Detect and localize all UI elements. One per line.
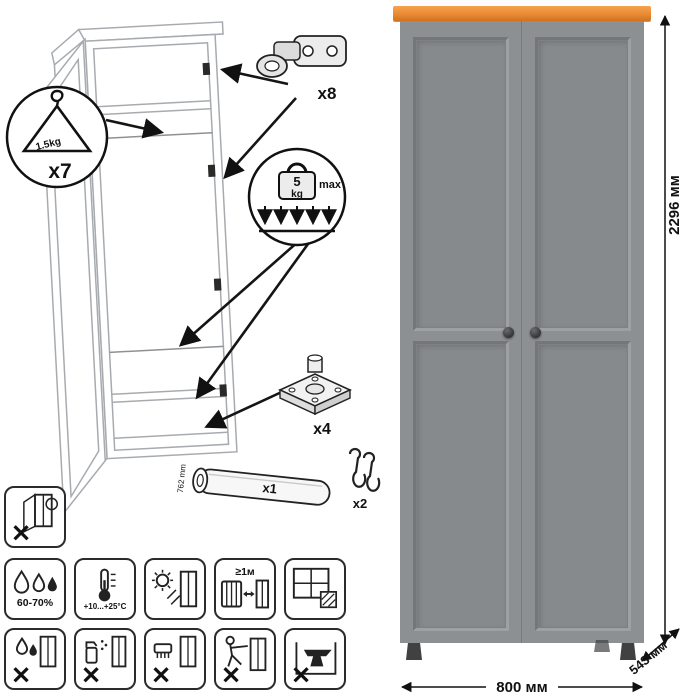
hinge-marks <box>202 62 228 397</box>
rod-length: 762 mm <box>176 463 188 493</box>
load-unit: kg <box>291 189 303 200</box>
no-moisture-assembly-icon <box>13 493 59 541</box>
hooks-count: x2 <box>353 496 367 511</box>
hanger-icon <box>50 89 64 107</box>
no-wet-cleaning-icon <box>4 628 66 690</box>
temperature-icon: +10...+25°С <box>74 558 136 620</box>
wardrobe-body <box>400 21 644 643</box>
door-knob <box>530 327 541 338</box>
no-abrasive-icon <box>144 628 206 690</box>
door-panel <box>413 341 509 631</box>
weight-icon <box>286 162 308 174</box>
humidity-label: 60-70% <box>16 597 54 610</box>
temperature-label: +10...+25°С <box>83 601 127 611</box>
wardrobe-door-right <box>521 21 644 643</box>
load-max-label: max <box>319 179 342 191</box>
hooks-icon <box>348 447 381 492</box>
ventilation-icon <box>284 558 346 620</box>
door-panel <box>413 37 509 331</box>
rod-count: x1 <box>262 480 278 496</box>
door-panel <box>535 341 631 631</box>
load-value: 5 <box>293 174 300 189</box>
wardrobe-foot <box>406 643 422 660</box>
hinge-icon <box>256 35 347 78</box>
dimension-height: 2296 мм <box>659 14 683 646</box>
load-arrows <box>257 206 337 226</box>
door-knob <box>503 327 514 338</box>
leader-arrows <box>105 63 310 429</box>
feet-count: x4 <box>313 421 331 438</box>
heat-distance-icon: ≥1м <box>214 558 276 620</box>
door-panel <box>535 37 631 331</box>
distance-label: ≥1м <box>235 566 255 579</box>
load-callout: 5 kg max <box>247 147 347 247</box>
hanger-count: x7 <box>48 160 71 183</box>
sunlight-icon <box>144 558 206 620</box>
wardrobe-door-left <box>400 21 523 643</box>
foot-icon <box>278 354 352 416</box>
wardrobe-photo <box>393 6 651 664</box>
rod-icon: x1 762 mm <box>176 463 331 506</box>
wardrobe-top-trim <box>393 6 651 21</box>
hanger-capacity: 1.5kg <box>35 136 62 153</box>
wardrobe-foot <box>594 640 610 652</box>
no-heavy-objects-icon <box>284 628 346 690</box>
hanger-callout: 1.5kg x7 <box>5 85 109 189</box>
care-icon-standalone <box>4 486 66 548</box>
humidity-icon: 60-70% <box>4 558 66 620</box>
no-dragging-icon <box>214 628 276 690</box>
wardrobe-foot <box>620 643 636 660</box>
no-solvents-icon <box>74 628 136 690</box>
hinges-count: x8 <box>318 84 337 103</box>
dimension-width: 800 мм <box>400 679 644 696</box>
wardrobe-wireframe <box>41 21 238 516</box>
dimension-height-label: 2296 мм <box>666 175 683 235</box>
dimension-width-label: 800 мм <box>496 679 547 696</box>
